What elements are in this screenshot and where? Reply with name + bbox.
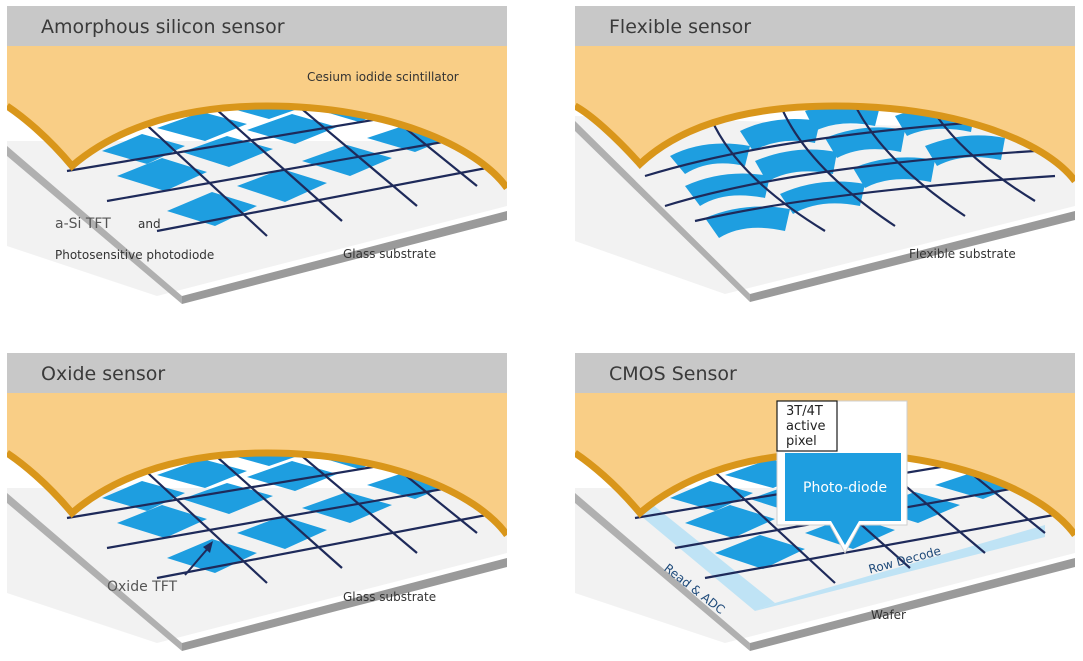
- tft-label: Oxide TFT: [107, 579, 178, 595]
- tft-label: a-Si TFT: [55, 216, 111, 232]
- oxide-arrow: [184, 541, 213, 576]
- substrate-front: [750, 211, 1075, 302]
- photodiode-label: Photo-diode: [803, 480, 888, 496]
- substrate-front: [182, 211, 507, 304]
- cmos-title: CMOS Sensor: [609, 363, 737, 385]
- substrate-front: [182, 558, 507, 651]
- substrate-front: [750, 558, 1075, 651]
- panel-cmos: CMOS Sensor 3T/4T active pixel Photo-dio…: [575, 353, 1075, 653]
- cmos-illustration: [575, 393, 1075, 651]
- substrate-side: [7, 146, 182, 304]
- oxide-illustration: [7, 393, 507, 651]
- panel-oxide: Oxide sensor Oxide TFT Glass substrate: [7, 353, 507, 653]
- scintillator-layer: [7, 46, 507, 188]
- scintillator-label: Cesium iodide scintillator: [307, 70, 459, 84]
- substrate-label: Glass substrate: [343, 590, 437, 604]
- flexible-illustration: [575, 46, 1075, 302]
- flexible-header: [575, 6, 1075, 46]
- scintillator-layer: [575, 46, 1075, 181]
- active-pixel-label: 3T/4T active pixel: [786, 404, 826, 449]
- pixel-callout: [776, 400, 908, 555]
- panel-flexible: Flexible sensor Flexible substrate: [575, 6, 1075, 306]
- substrate-side: [575, 493, 750, 651]
- amorphous-header: [7, 6, 507, 46]
- cmos-header: [575, 353, 1075, 393]
- oxide-header: [7, 353, 507, 393]
- substrate-label: Glass substrate: [343, 247, 437, 261]
- flexible-title: Flexible sensor: [609, 16, 752, 38]
- photodiode-label: Photosensitive photodiode: [55, 248, 215, 262]
- substrate-side: [575, 121, 750, 302]
- active-pixel-line-1: 3T/4T: [786, 404, 823, 419]
- scintillator-edge: [575, 102, 1075, 184]
- substrate-side: [7, 493, 182, 651]
- substrate-label: Flexible substrate: [909, 247, 1016, 261]
- and-label: and: [138, 217, 161, 231]
- scintillator-edge: [7, 449, 507, 538]
- scintillator-edge: [575, 449, 1075, 538]
- active-pixel-line-3: pixel: [786, 434, 817, 449]
- scintillator-layer: [575, 393, 1075, 535]
- amorphous-illustration: [7, 46, 507, 304]
- read-adc-band: [635, 505, 775, 611]
- scintillator-layer: [7, 393, 507, 535]
- row-decode-band: [755, 525, 1045, 611]
- substrate-label: Wafer: [871, 608, 906, 622]
- amorphous-title: Amorphous silicon sensor: [41, 16, 285, 38]
- panel-amorphous: Amorphous silicon sensor Cesium iodide s…: [7, 6, 507, 306]
- active-pixel-line-2: active: [786, 419, 826, 434]
- oxide-title: Oxide sensor: [41, 363, 166, 385]
- scintillator-edge: [7, 102, 507, 191]
